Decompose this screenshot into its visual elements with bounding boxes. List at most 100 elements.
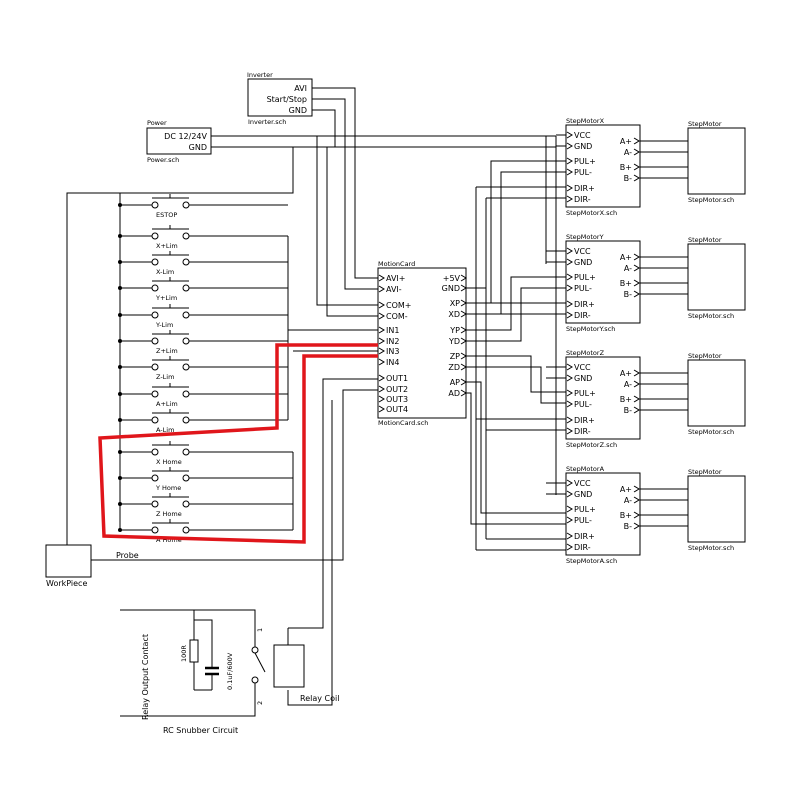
driver-a-pin-gnd: GND bbox=[574, 490, 592, 499]
signal-wire bbox=[466, 392, 566, 525]
step-motor-z-file: StepMotor.sch bbox=[688, 428, 734, 436]
motion-card-pin-avi: AVI- bbox=[386, 285, 402, 294]
switch-y-home[interactable]: Y Home bbox=[118, 467, 293, 492]
driver-a[interactable]: StepMotorAStepMotorA.schVCCGNDPUL+PUL-DI… bbox=[565, 465, 688, 565]
driver-x-title: StepMotorX bbox=[566, 117, 605, 125]
driver-a-title: StepMotorA bbox=[566, 465, 605, 473]
driver-a-pin-b: B+ bbox=[620, 511, 632, 520]
switch-z-lim[interactable]: Z-Lim bbox=[118, 356, 288, 381]
motion-card-title: MotionCard bbox=[378, 260, 415, 268]
driver-z-pin-pul: PUL+ bbox=[574, 389, 596, 398]
driver-a-pin-vcc: VCC bbox=[574, 479, 591, 488]
driver-x-pin-b: B- bbox=[624, 174, 632, 183]
motion-card-pin-out2: OUT2 bbox=[386, 385, 408, 394]
inverter-pin-avi: AVI bbox=[294, 84, 307, 93]
motion-card-pin-zp: ZP bbox=[450, 352, 460, 361]
switch-estop[interactable]: ESTOP bbox=[118, 194, 288, 219]
driver-y-file: StepMotorY.sch bbox=[566, 325, 615, 333]
driver-a-pin-a: A+ bbox=[620, 485, 632, 494]
inverter-file: Inverter.sch bbox=[248, 118, 286, 126]
motion-card-pin-in4: IN4 bbox=[386, 358, 399, 367]
driver-x[interactable]: StepMotorXStepMotorX.schVCCGNDPUL+PUL-DI… bbox=[565, 117, 688, 217]
driver-x-file: StepMotorX.sch bbox=[566, 209, 617, 217]
driver-y-pin-a: A+ bbox=[620, 253, 632, 262]
switch-z-lim[interactable]: Z+Lim bbox=[118, 330, 288, 355]
switch-a-lim[interactable]: A+Lim bbox=[118, 383, 288, 408]
switch-y-lim[interactable]: Y-Lim bbox=[118, 304, 288, 329]
driver-y-pin-gnd: GND bbox=[574, 258, 592, 267]
switch-label-8: A-Lim bbox=[156, 426, 174, 434]
motion-card-pin-com: COM+ bbox=[386, 301, 412, 310]
motion-card-pin-yd: YD bbox=[448, 337, 460, 346]
contact-terminal-1 bbox=[251, 646, 259, 654]
driver-x-pin-vcc: VCC bbox=[574, 131, 591, 140]
inverter-block[interactable]: Inverter Inverter.sch AVI Start/Stop GND bbox=[247, 71, 313, 126]
driver-a-pin-dir: DIR- bbox=[574, 543, 591, 552]
motion-card-pin-avi: AVI+ bbox=[386, 274, 406, 283]
motion-card-pin-ad: AD bbox=[448, 389, 460, 398]
driver-y-pin-a: A- bbox=[624, 264, 632, 273]
motion-card-pin-5v: +5V bbox=[443, 274, 461, 283]
driver-x-pin-dir: DIR+ bbox=[574, 184, 595, 193]
switch-label-6: Z-Lim bbox=[156, 373, 174, 381]
capacitor-value: 0.1uF/600V bbox=[226, 652, 234, 690]
motion-card-block[interactable]: MotionCard MotionCard.sch AVI+AVI-COM+CO… bbox=[377, 260, 467, 427]
switch-label-12: A Home bbox=[156, 536, 182, 544]
driver-z-pin-gnd: GND bbox=[574, 374, 592, 383]
signal-wire bbox=[466, 366, 566, 404]
motion-card-pin-xd: XD bbox=[448, 310, 460, 319]
power-title: Power bbox=[147, 119, 167, 127]
motion-card-pin-zd: ZD bbox=[448, 363, 460, 372]
motion-card-pin-xp: XP bbox=[450, 299, 460, 308]
driver-a-pin-pul: PUL- bbox=[574, 516, 592, 525]
switch-label-2: X-Lim bbox=[156, 268, 174, 276]
switch-label-7: A+Lim bbox=[156, 400, 178, 408]
resistor-value: 100R bbox=[180, 645, 188, 662]
switch-label-5: Z+Lim bbox=[156, 347, 178, 355]
power-pin-dc: DC 12/24V bbox=[164, 132, 207, 141]
contact-pin-2: 2 bbox=[256, 701, 264, 705]
step-motor-y-file: StepMotor.sch bbox=[688, 312, 734, 320]
driver-y-pin-pul: PUL+ bbox=[574, 273, 596, 282]
signal-wire bbox=[466, 171, 566, 315]
power-file: Power.sch bbox=[147, 156, 179, 164]
inverter-pin-gnd: GND bbox=[289, 106, 307, 115]
switch-x-home[interactable]: X Home bbox=[118, 441, 293, 466]
snubber-resistor bbox=[189, 639, 199, 663]
switch-x-lim[interactable]: X+Lim bbox=[118, 225, 288, 250]
switch-return-bus bbox=[287, 236, 294, 530]
motion-card-pin-yp: YP bbox=[449, 326, 460, 335]
switch-z-home[interactable]: Z Home bbox=[118, 493, 293, 518]
driver-z-pin-b: B- bbox=[624, 406, 632, 415]
snubber-circuit: 100R 0.1uF/600V Relay Output Contact RC … bbox=[141, 628, 339, 735]
motion-card-pin-out4: OUT4 bbox=[386, 405, 408, 414]
dir-bus bbox=[466, 187, 487, 550]
inverter-title: Inverter bbox=[247, 71, 273, 79]
driver-z-pin-dir: DIR- bbox=[574, 427, 591, 436]
driver-a-pin-a: A- bbox=[624, 496, 632, 505]
driver-x-pin-b: B+ bbox=[620, 163, 632, 172]
step-motor-z-title: StepMotor bbox=[688, 352, 722, 360]
driver-z[interactable]: StepMotorZStepMotorZ.schVCCGNDPUL+PUL-DI… bbox=[565, 349, 688, 449]
driver-z-pin-b: B+ bbox=[620, 395, 632, 404]
driver-y-pin-dir: DIR+ bbox=[574, 300, 595, 309]
driver-y-pin-dir: DIR- bbox=[574, 311, 591, 320]
contact-pin-1: 1 bbox=[256, 628, 264, 632]
switch-x-lim[interactable]: X-Lim bbox=[118, 251, 288, 276]
driver-z-file: StepMotorZ.sch bbox=[566, 441, 617, 449]
driver-x-pin-pul: PUL- bbox=[574, 168, 592, 177]
motion-card-pin-out1: OUT1 bbox=[386, 374, 408, 383]
driver-z-pin-pul: PUL- bbox=[574, 400, 592, 409]
switch-a-home[interactable]: A Home bbox=[118, 519, 293, 544]
switch-y-lim[interactable]: Y+Lim bbox=[118, 277, 288, 302]
driver-y[interactable]: StepMotorYStepMotorY.schVCCGNDPUL+PUL-DI… bbox=[565, 233, 688, 333]
workpiece-block[interactable]: WorkPiece bbox=[45, 544, 92, 588]
step-motor-a-file: StepMotor.sch bbox=[688, 544, 734, 552]
switch-a-lim[interactable]: A-Lim bbox=[118, 409, 288, 434]
power-block[interactable]: Power Power.sch DC 12/24V GND bbox=[146, 119, 212, 164]
